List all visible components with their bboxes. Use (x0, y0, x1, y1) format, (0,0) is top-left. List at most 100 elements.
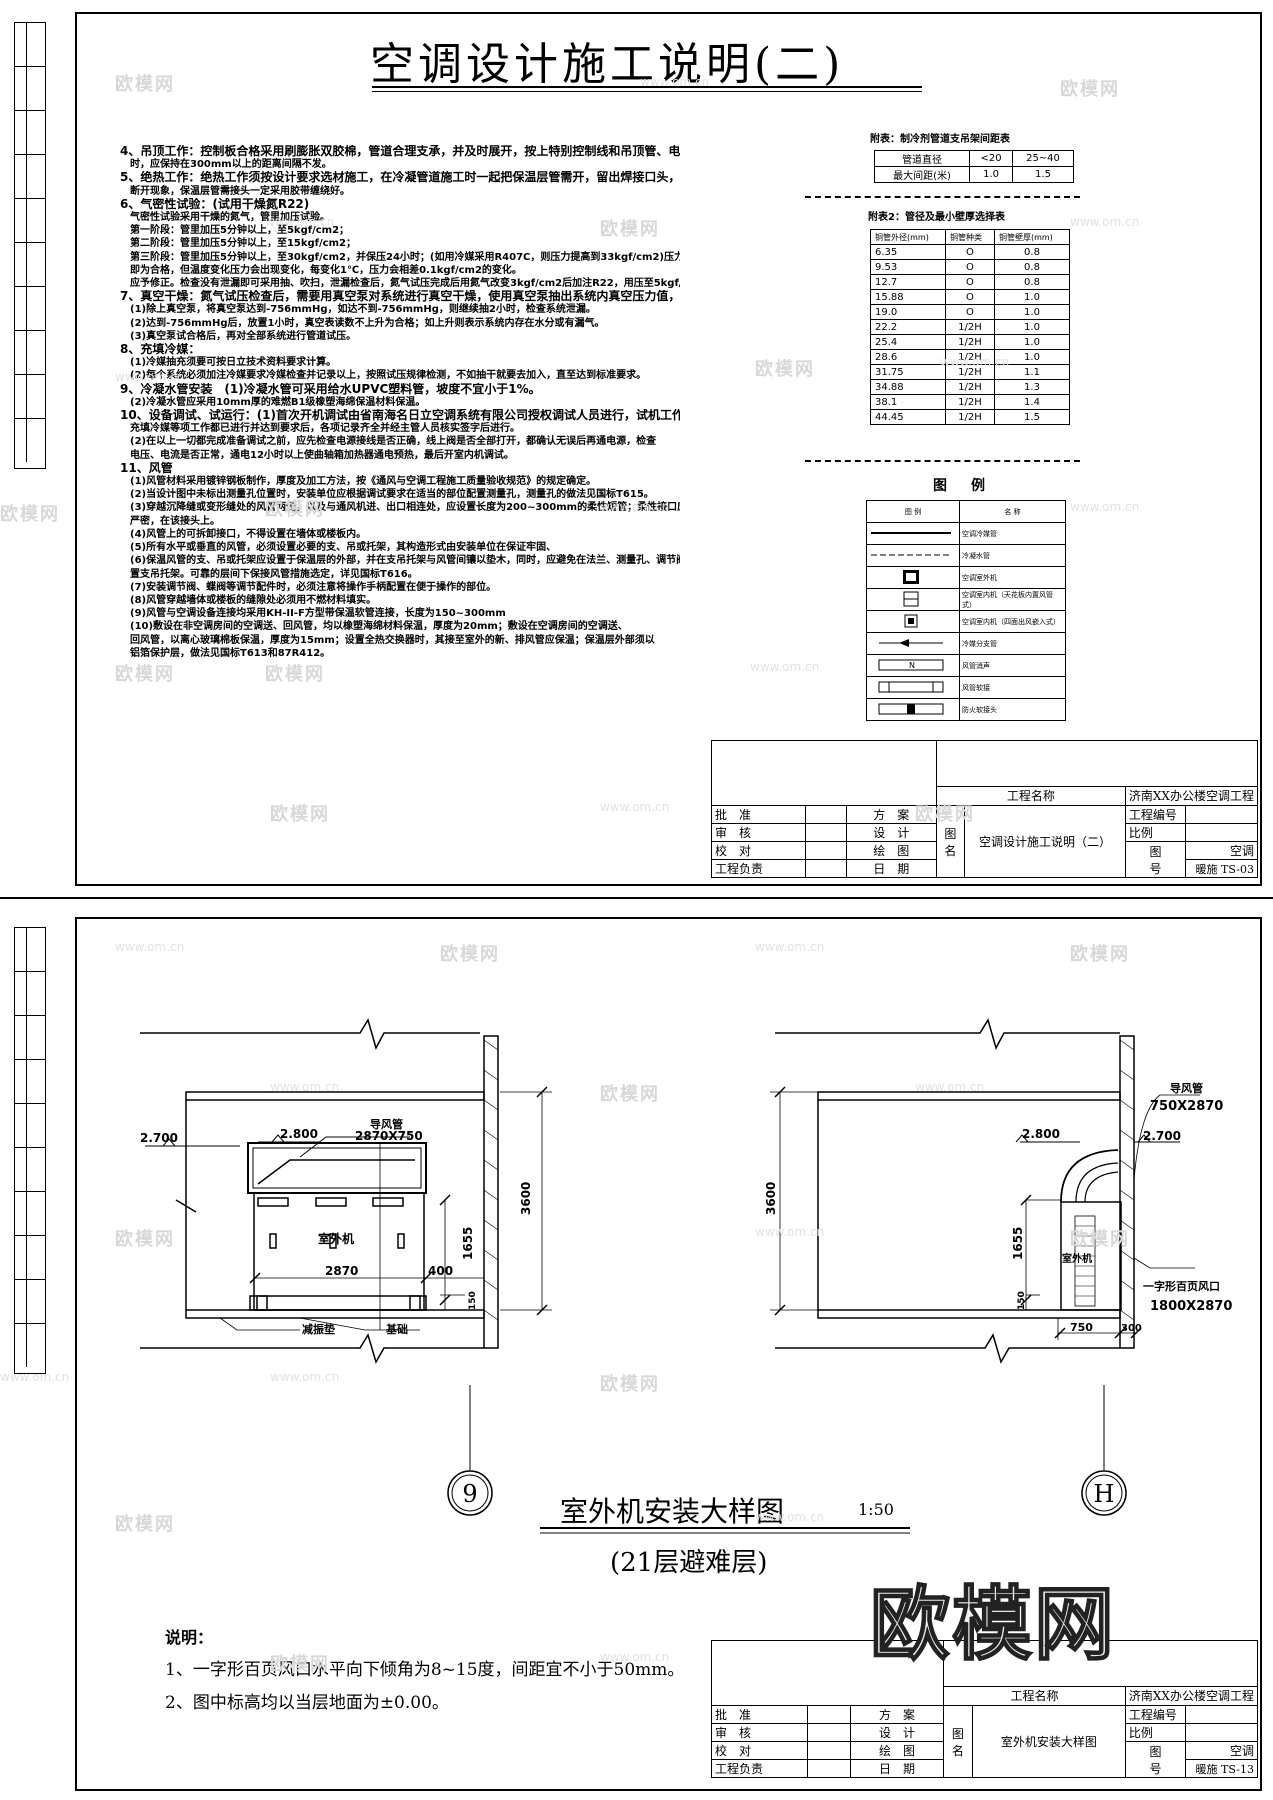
table-b-caption: 附表2：管径及最小壁厚选择表 (868, 212, 1005, 223)
tb-label: 批 准 (710, 1705, 809, 1724)
tb-label: 校 对 (710, 1741, 809, 1760)
watermark-url: www.om.cn (600, 1650, 670, 1664)
note-line: 严密，在该接头上。 (130, 515, 220, 527)
note-line: (5)所有水平或垂直的风管，必须设置必要的支、吊或托架，其构造形式由安装单位在保… (130, 542, 557, 554)
note-line: (1)风管材料采用镀锌钢板制作，厚度及加工方法，按《通风与空调工程施工质量验收规… (130, 476, 597, 488)
watermark-logo: 欧模网 (1070, 1229, 1130, 1250)
legend-symbol-icon (866, 522, 960, 545)
table-cell: 28.6 (869, 349, 947, 365)
watermark-url: www.om.cn (270, 1080, 340, 1094)
note-line: 6、气密性试验：(试用干燥氮R22) (120, 197, 310, 211)
note-line: 气密性试验采用干燥的氮气，管里加压试验。 (130, 212, 330, 224)
legend-symbol-icon (866, 588, 960, 611)
table-header: 铜管外径(mm) (869, 229, 947, 245)
legend-label: 风管软接 (959, 676, 1066, 699)
note-line: (8)风管穿越墙体或楼板的缝隙处必须用不燃材料填实。 (130, 594, 377, 606)
tb-project-label: 工程名称 (943, 1685, 1126, 1707)
note-line: (1)除上真空泵，将真空泵达到-756mmHg，如达不到-756mmHg，则继续… (130, 304, 596, 316)
note-line: 5、绝热工作：绝热工作须按设计要求选材施工，在冷凝管道施工时一起把保温层管需开，… (120, 171, 680, 185)
drawing-frame-2 (75, 917, 1262, 1791)
tb-discipline: 空调 (1185, 841, 1258, 860)
tb-tuming: 图 名 (935, 805, 966, 878)
tb-project-label: 工程名称 (935, 785, 1126, 807)
tb-label: 方 案 (845, 805, 937, 824)
tb-label: 绘 图 (849, 1741, 945, 1760)
note-line: (2)达到-756mmHg后，放置1小时，真空表读数不上升为合格；如上升则表示系… (130, 317, 605, 329)
legend-header: 图 例 (866, 500, 960, 523)
legend-table: 图 例名 称空调冷媒管冷凝水管空调室外机空调室内机（天花板内置风管式）空调室内机… (866, 500, 1066, 721)
table-cell: 1.5 (1011, 166, 1075, 183)
note-line: 应予修正。检查没有泄漏即可采用抽、吹扫，泄漏检查后，氮气试压完成后用氮气改变3k… (130, 278, 680, 290)
watermark-logo: 欧模网 (440, 944, 500, 965)
tb-label: 绘 图 (845, 841, 937, 860)
title-block: 工程名称济南XX办公楼空调工程批 准方 案图 名空调设计施工说明（二）工程编号审… (711, 740, 1259, 878)
legend-label: 空调冷媒管 (959, 522, 1066, 545)
note-line: 第一阶段：管里加压5分钟以上，至5kgf/cm2； (130, 225, 350, 237)
table-cell: 1/2H (945, 334, 995, 350)
legend-label: 空调室内机（四面出风嵌入式） (959, 610, 1066, 633)
table-cell: 1.0 (993, 289, 1071, 305)
watermark-url: www.om.cn (755, 1225, 825, 1239)
legend-title: 图例 (933, 478, 1009, 494)
tb-label: 日 期 (845, 859, 937, 878)
note-line: 10、设备调试、试运行：(1)首次开机调试由省南海名日立空调系统有限公司授权调试… (120, 409, 680, 423)
note-line: 回风管，以离心玻璃棉板保温，厚度为15mm；设置全热交换器时，其接至室外的新、排… (130, 634, 655, 646)
tb-no-label: 工程编号 (1124, 1705, 1187, 1724)
watermark-logo: 欧模网 (1060, 79, 1120, 100)
table-cell: O (945, 244, 995, 260)
note-line: 铝箔保护层，做法见国标T613和87R412。 (130, 647, 331, 659)
watermark-logo: 欧模网 (115, 1514, 175, 1535)
legend-symbol-icon (866, 676, 960, 699)
note-line: (10)敷设在非空调房间的空调送、回风管，均以橡塑海绵材料保温，厚度为20mm；… (130, 621, 628, 633)
watermark-logo: 欧模网 (115, 74, 175, 95)
watermark-logo: 欧模网 (265, 499, 325, 520)
watermark-logo: 欧模网 (115, 664, 175, 685)
table-cell: 0.8 (993, 259, 1071, 275)
legend-label: 空调室外机 (959, 566, 1066, 589)
tb-project: 济南XX办公楼空调工程 (1124, 785, 1259, 807)
table-cell: O (945, 259, 995, 275)
table-cell: 管道直径 (873, 150, 971, 167)
watermark-logo: 欧模网 (265, 664, 325, 685)
binding-strip (14, 22, 46, 469)
legend-symbol-icon (866, 698, 960, 721)
tb-label: 方 案 (849, 1705, 945, 1724)
drawing-frame (75, 12, 1262, 886)
legend-symbol-icon: N (866, 654, 960, 677)
table-cell: 25~40 (1011, 150, 1075, 167)
note-line: (3)穿越沉降缝或变形缝处的风管两侧，以及与通风机进、出口相连处，应设置长度为2… (130, 502, 680, 514)
note-line: (3)真空泵试合格后，再对全部系统进行管道试压。 (130, 330, 357, 342)
watermark-url: www.om.cn (265, 215, 335, 229)
watermark-logo: 欧模网 (915, 804, 975, 825)
svg-text:N: N (909, 661, 915, 670)
note-1: 1、一字形百页风口水平向下倾角为8~15度，间距宜不小于50mm。 (165, 1660, 685, 1680)
tb-label: 工程负责 (710, 1759, 809, 1778)
tb-tuhao: 图 号 (1124, 1741, 1187, 1778)
note-line: 第二阶段：管里加压5分钟以上，至15kgf/cm2； (130, 238, 356, 250)
note-line: 8、充填冷媒： (120, 343, 201, 357)
notes-title: 说明： (165, 1628, 214, 1647)
note-line: 11、风管 (120, 461, 173, 475)
legend-symbol-icon (866, 610, 960, 633)
note-line: (7)安装调节阀、蝶阀等调节配件时，必须注意将操作手柄配置在便于操作的部位。 (130, 581, 497, 593)
table-cell: 31.75 (869, 364, 947, 380)
legend-symbol-icon (866, 632, 960, 655)
watermark-url: www.om.cn (1070, 500, 1140, 514)
note-line: (2)冷凝水管应采用10mm厚的难燃B1级橡塑海绵保温材料保温。 (130, 396, 426, 408)
note-line: 4、吊顶工作：控制板合格采用刷膨胀双胶棉，管道合理支承，并及时展开，按上特别控制… (120, 145, 680, 158)
tb-project: 济南XX办公楼空调工程 (1124, 1685, 1259, 1707)
table-cell: 1.0 (993, 334, 1071, 350)
table-cell: 0.8 (993, 274, 1071, 290)
watermark-url: www.om.cn (0, 1370, 70, 1384)
table-cell: 1.0 (993, 319, 1071, 335)
watermark-logo: 欧模网 (270, 804, 330, 825)
table-a-caption: 附表：制冷剂管道支吊架间距表 (870, 134, 1010, 145)
note-line: 置支吊托架。可靠的层间下保接风管措施选定，详见国标T616。 (130, 568, 418, 580)
watermark-logo: 欧模网 (270, 1654, 330, 1675)
table-header: 铜管种类 (945, 229, 995, 245)
table-cell: 15.88 (869, 289, 947, 305)
table-cell: 22.2 (869, 319, 947, 335)
note-line: 断开现象，保温层管需接头一定采用胶带缠绕好。 (130, 185, 350, 197)
tb-no-label: 工程编号 (1124, 805, 1187, 824)
table-cell: 6.35 (869, 244, 947, 260)
